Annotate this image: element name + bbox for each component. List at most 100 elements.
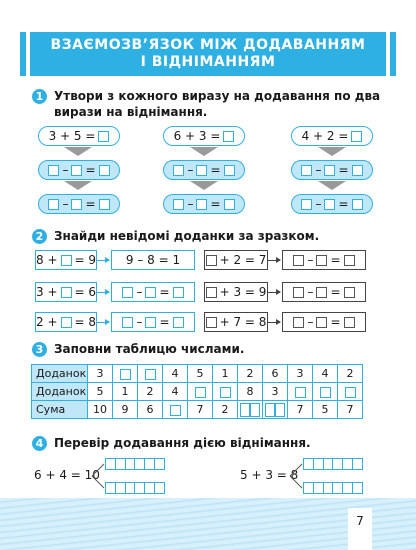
answer-box[interactable] [293, 286, 305, 298]
expr-text: 9 – 8 = 1 [125, 253, 181, 267]
table-cell: 1 [112, 382, 138, 401]
answer-box[interactable] [293, 254, 305, 266]
answer-box[interactable] [351, 198, 363, 210]
answer-box[interactable] [48, 164, 60, 176]
answer-box[interactable] [205, 316, 217, 328]
task-1-sub-1a: –= [38, 160, 120, 180]
answer-box[interactable] [144, 368, 156, 380]
answer-strip[interactable] [303, 482, 364, 494]
answer-box[interactable] [275, 402, 285, 417]
answer-box[interactable] [196, 164, 208, 176]
answer-box[interactable] [172, 286, 184, 298]
table-cell: 1 [212, 364, 238, 383]
answer-box[interactable] [343, 286, 355, 298]
answer-strip[interactable] [105, 482, 166, 494]
answer-box[interactable] [351, 164, 363, 176]
expr-text: 3 + [36, 285, 58, 299]
table-cell: 3 [87, 364, 113, 383]
answer-box[interactable] [316, 286, 328, 298]
table-cell[interactable] [137, 364, 163, 383]
table-cell[interactable] [262, 400, 288, 419]
answer-box[interactable] [223, 130, 235, 142]
answer-box[interactable] [173, 164, 185, 176]
table-cell[interactable] [312, 382, 338, 401]
answer-box[interactable] [48, 198, 60, 210]
task-4-number: 4 [32, 436, 47, 451]
answer-box[interactable] [301, 198, 313, 210]
answer-box[interactable] [294, 386, 306, 398]
table-cell: 9 [112, 400, 138, 419]
arrow-down-icon [318, 147, 346, 156]
row-label: Сума [31, 400, 88, 419]
task-2-row-2: 2 += 8 [35, 312, 97, 332]
answer-box[interactable] [119, 368, 131, 380]
answer-box[interactable] [351, 130, 363, 142]
answer-box[interactable] [223, 198, 235, 210]
answer-box[interactable] [60, 316, 72, 328]
table-cell[interactable] [237, 400, 263, 419]
answer-box[interactable] [98, 164, 110, 176]
answer-box[interactable] [71, 164, 83, 176]
task-2-sample-expr: 8 += 9 [35, 250, 97, 270]
answer-box[interactable] [301, 164, 313, 176]
answer-box[interactable] [316, 316, 328, 328]
answer-box[interactable] [324, 198, 336, 210]
minus-sign: – [136, 315, 143, 329]
answer-box[interactable] [250, 402, 260, 417]
arrow-down-icon [64, 181, 92, 190]
table-cell[interactable] [162, 400, 188, 419]
answer-box[interactable] [194, 386, 206, 398]
answer-box[interactable] [145, 286, 157, 298]
minus-sign: – [62, 197, 69, 211]
answer-box[interactable] [240, 402, 250, 417]
task-1-expr-1: 3 + 5 = [38, 126, 120, 146]
page-title-line1: ВЗАЄМОЗВ’ЯЗОК МІЖ ДОДАВАННЯМ [50, 37, 366, 53]
answer-box[interactable] [343, 254, 355, 266]
table-cell[interactable] [112, 364, 138, 383]
answer-box[interactable] [173, 198, 185, 210]
answer-strip[interactable] [105, 458, 166, 470]
arrow-down-icon [318, 181, 346, 190]
arrow-right-icon [268, 257, 281, 263]
equals-sign: = [338, 197, 349, 211]
answer-box[interactable] [60, 286, 72, 298]
expr-text: 6 + 3 = [173, 129, 221, 143]
table-cell[interactable] [187, 382, 213, 401]
answer-strip[interactable] [303, 458, 364, 470]
answer-box[interactable] [169, 404, 181, 416]
answer-box[interactable] [219, 386, 231, 398]
answer-box[interactable] [98, 130, 110, 142]
answer-box[interactable] [122, 286, 134, 298]
task-1-expr-2: 6 + 3 = [163, 126, 245, 146]
answer-box[interactable] [145, 316, 157, 328]
answer-box[interactable] [71, 198, 83, 210]
answer-box[interactable] [324, 164, 336, 176]
task-1-text: Утвори з кожного виразу на додавання по … [54, 89, 381, 119]
answer-box[interactable] [196, 198, 208, 210]
answer-box[interactable] [293, 316, 305, 328]
answer-box[interactable] [223, 164, 235, 176]
answer-box[interactable] [265, 402, 275, 417]
answer-box[interactable] [316, 254, 328, 266]
table-cell[interactable] [337, 382, 363, 401]
equals-sign: = [85, 163, 96, 177]
arrow-right-icon [268, 289, 281, 295]
answer-box[interactable] [98, 198, 110, 210]
table-cell[interactable] [287, 382, 313, 401]
equals-sign: = [85, 197, 96, 211]
answer-box[interactable] [205, 254, 217, 266]
expr-text: + 2 = 7 [219, 253, 267, 267]
task-1-sub-3a: –= [291, 160, 373, 180]
answer-box[interactable] [205, 286, 217, 298]
equals-sign: = [210, 197, 221, 211]
table-cell[interactable] [212, 382, 238, 401]
answer-box[interactable] [344, 386, 356, 398]
answer-box[interactable] [172, 316, 184, 328]
equals-sign: = [330, 285, 341, 299]
table-cell: 3 [287, 364, 313, 383]
addition-table: Доданок 3 4 5 1 2 6 3 4 2 Доданок 5 1 2 … [31, 364, 363, 419]
answer-box[interactable] [319, 386, 331, 398]
task-2-right-row-3-answer: –= [282, 312, 366, 332]
answer-box[interactable] [343, 316, 355, 328]
answer-box[interactable] [122, 316, 134, 328]
